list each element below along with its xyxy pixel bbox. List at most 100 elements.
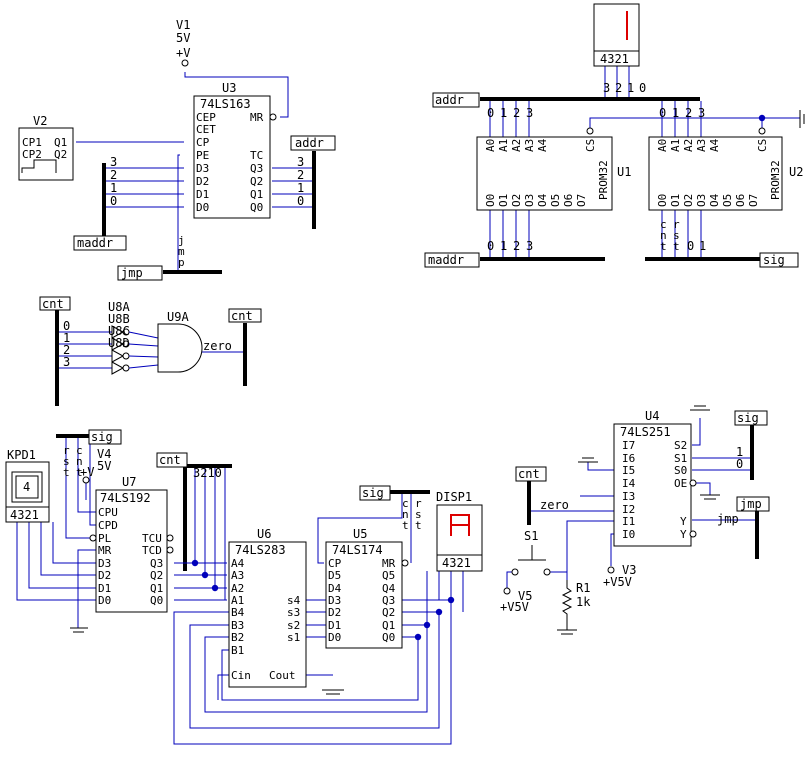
- u2-sig-c: c: [660, 218, 667, 231]
- u7-pin-cpd: CPD: [98, 519, 118, 532]
- u5-pin-mr: MR: [382, 557, 396, 570]
- v2-pin-q1: Q1: [54, 136, 67, 149]
- v4-ref: V4: [97, 447, 111, 461]
- u2-o4: O4: [708, 193, 721, 207]
- r1-value: 1k: [576, 595, 591, 609]
- u3-pin-d3: D3: [196, 162, 209, 175]
- text-layer: V1 5V +V V2 CP1 CP2 Q1 Q2 U3 74LS163 CEP…: [7, 18, 803, 682]
- u7-pin-mr: MR: [98, 544, 112, 557]
- u4-pin-s0: S0: [674, 464, 687, 477]
- net-cnt-u4: cnt: [518, 467, 540, 481]
- u4-pin-i7: I7: [622, 439, 635, 452]
- u3-pin-cp: CP: [196, 136, 210, 149]
- component-bodies: [5, 3, 783, 688]
- u6-pin-b2: B2: [231, 631, 244, 644]
- u6-pin-a2: A2: [231, 582, 244, 595]
- u1-o6: O6: [562, 194, 575, 207]
- kpd1-digits: 4321: [10, 508, 39, 522]
- u5-pin-d0: D0: [328, 631, 341, 644]
- u6-pin-b3: B3: [231, 619, 244, 632]
- wires-inv: [128, 331, 159, 369]
- u3-q-bit-2: 2: [297, 168, 304, 182]
- u4-s0-bit: 0: [736, 457, 743, 471]
- u2-ref: U2: [789, 165, 803, 179]
- u1-ref: U1: [617, 165, 631, 179]
- u3-body: [193, 95, 271, 219]
- jmp-stack-m: m: [178, 245, 185, 258]
- u5-pin-d5: D5: [328, 569, 341, 582]
- u6-pin-cout: Cout: [269, 669, 296, 682]
- u6-pin-s4: s4: [287, 594, 301, 607]
- u6-body: [228, 541, 307, 688]
- zero-label: zero: [203, 339, 232, 353]
- u8d-ref: U8D: [108, 336, 130, 350]
- net-maddr-bottom: maddr: [428, 253, 464, 267]
- u3-pin-tc: TC: [250, 149, 263, 162]
- u2-o2: O2: [682, 194, 695, 207]
- u5-sig-t2: t: [415, 519, 422, 532]
- u5-pin-cp: CP: [328, 557, 342, 570]
- u3-pin-d2: D2: [196, 175, 209, 188]
- v1-value: 5V: [176, 31, 190, 45]
- u5-part: 74LS174: [332, 543, 383, 557]
- u5-ref: U5: [353, 527, 367, 541]
- u6-cnt-bits: 3210: [193, 466, 222, 480]
- u5-body: [325, 541, 403, 649]
- u5-pin-d2: D2: [328, 606, 341, 619]
- u7-pin-tcu: TCU: [142, 532, 162, 545]
- u1-addr-bit-1: 1: [500, 106, 507, 120]
- u2-o3: O3: [695, 194, 708, 207]
- disp-top-digits: 4321: [600, 52, 629, 66]
- u4-pin-i0: I0: [622, 528, 635, 541]
- u7-pin-d1: D1: [98, 582, 111, 595]
- net-sig-right: sig: [763, 253, 785, 267]
- u2-part: PROM32: [769, 160, 782, 200]
- junctions: [191, 114, 766, 641]
- u4-pin-i2: I2: [622, 503, 635, 516]
- u3-pin-cep: CEP: [196, 111, 216, 124]
- u6-pin-a1: A1: [231, 594, 244, 607]
- and-gate-u9a: [157, 323, 203, 373]
- u2-sig-s: s: [673, 229, 680, 242]
- u2-o1: O1: [669, 194, 682, 207]
- seven-seg: [450, 11, 628, 536]
- v1-net: +V: [176, 46, 190, 60]
- v5-ref: V5: [518, 589, 532, 603]
- u7-pin-q0: Q0: [150, 594, 163, 607]
- v4-net: +V: [80, 465, 94, 479]
- u7-ref: U7: [122, 475, 136, 489]
- u1-addr-bit-0: 0: [487, 106, 494, 120]
- u7-sig-s: s: [63, 455, 70, 468]
- u5-pin-d1: D1: [328, 619, 341, 632]
- u1-a1: A1: [497, 139, 510, 152]
- u1-o2: O2: [510, 194, 523, 207]
- u4-pin-i1: I1: [622, 515, 635, 528]
- kpd1-ref: KPD1: [7, 448, 36, 462]
- u3-pin-cet: CET: [196, 123, 216, 136]
- u2-o6: O6: [734, 194, 747, 207]
- u3-d-bit-2: 2: [110, 168, 117, 182]
- pin-bubbles: [82, 59, 766, 595]
- u1-body: [476, 136, 613, 211]
- u7-sig-t: t: [63, 466, 70, 479]
- u2-o7: O7: [747, 194, 760, 207]
- u4-s1-bit: 1: [736, 445, 743, 459]
- display-internals: [6, 50, 639, 556]
- u1-cs: CS: [584, 139, 597, 152]
- inverter-u8: [111, 325, 130, 375]
- v2-ref: V2: [33, 114, 47, 128]
- u1-o7: O7: [575, 194, 588, 207]
- u3-q-bit-3: 3: [297, 155, 304, 169]
- disp-top-bit-3: 3: [603, 81, 610, 95]
- u7-pin-q1: Q1: [150, 582, 163, 595]
- u7-pin-pl: PL: [98, 532, 112, 545]
- kpd1-key: 4: [23, 480, 30, 494]
- u2-sig-t2: t: [673, 240, 680, 253]
- u3-ref: U3: [222, 81, 236, 95]
- u7-sig-t2: t: [76, 466, 83, 479]
- u1-a0: A0: [484, 139, 497, 152]
- u6-pin-s3: s3: [287, 606, 300, 619]
- u4-pin-i3: I3: [622, 490, 635, 503]
